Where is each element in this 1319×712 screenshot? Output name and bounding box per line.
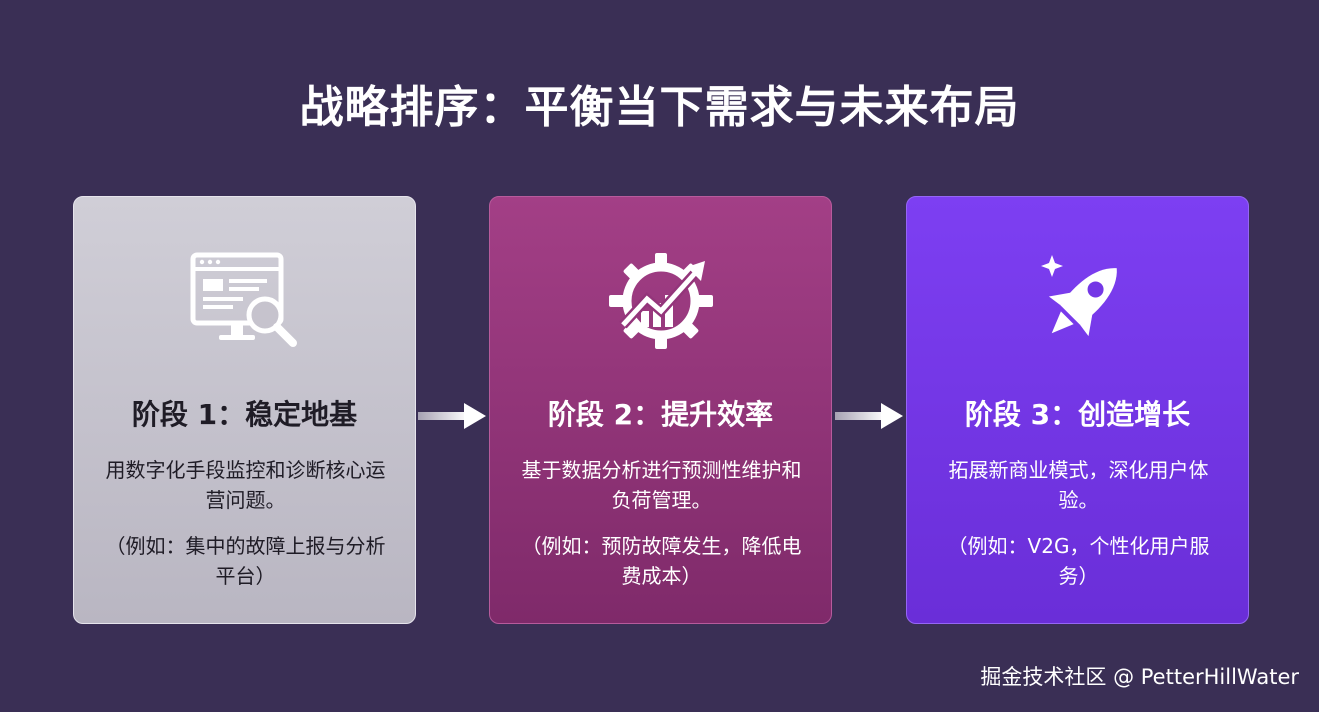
- stage-2-title: 阶段 2：提升效率: [547, 398, 774, 431]
- stage-1-description: 用数字化手段监控和诊断核心运营问题。: [105, 458, 386, 512]
- page-title: 战略排序：平衡当下需求与未来布局: [299, 82, 1020, 133]
- stage-2-example: （例如：预防故障发生，降低电费成本）: [521, 534, 802, 588]
- stage-3-example: （例如：V2G，个性化用户服务）: [947, 534, 1210, 588]
- stage-1-example: （例如：集中的故障上报与分析平台）: [105, 534, 386, 588]
- arrow-right-icon: [835, 403, 903, 429]
- gear-growth-chart-icon: [490, 249, 831, 353]
- watermark: 掘金技术社区 @ PetterHillWater: [980, 665, 1299, 689]
- stage-card-1: 阶段 1：稳定地基 用数字化手段监控和诊断核心运营问题。 （例如：集中的故障上报…: [73, 196, 416, 624]
- stage-1-title: 阶段 1：稳定地基: [131, 398, 358, 431]
- stage-2-description: 基于数据分析进行预测性维护和负荷管理。: [521, 458, 802, 512]
- stage-3-description: 拓展新商业模式，深化用户体验。: [948, 458, 1209, 512]
- monitor-search-icon: [74, 249, 415, 353]
- stage-card-3: 阶段 3：创造增长 拓展新商业模式，深化用户体验。 （例如：V2G，个性化用户服…: [906, 196, 1249, 624]
- stage-card-2: 阶段 2：提升效率 基于数据分析进行预测性维护和负荷管理。 （例如：预防故障发生…: [489, 196, 832, 624]
- rocket-sparkle-icon: [907, 249, 1248, 353]
- arrow-right-icon: [418, 403, 486, 429]
- stage-3-title: 阶段 3：创造增长: [964, 398, 1191, 431]
